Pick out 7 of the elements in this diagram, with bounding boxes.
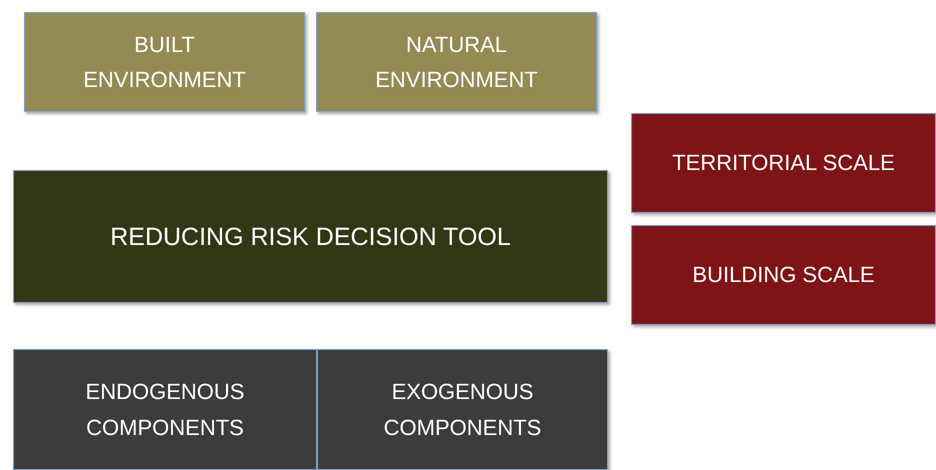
scale-box: BUILDING SCALE [631, 225, 936, 325]
scale-box: TERRITORIAL SCALE [631, 113, 936, 213]
environment-box: NATURAL ENVIRONMENT [316, 12, 597, 112]
component-box: ENDOGENOUS COMPONENTS [13, 349, 317, 470]
environment-box: BUILT ENVIRONMENT [24, 12, 305, 112]
decision-tool-box: REDUCING RISK DECISION TOOL [13, 170, 608, 303]
component-box: EXOGENOUS COMPONENTS [317, 349, 608, 470]
